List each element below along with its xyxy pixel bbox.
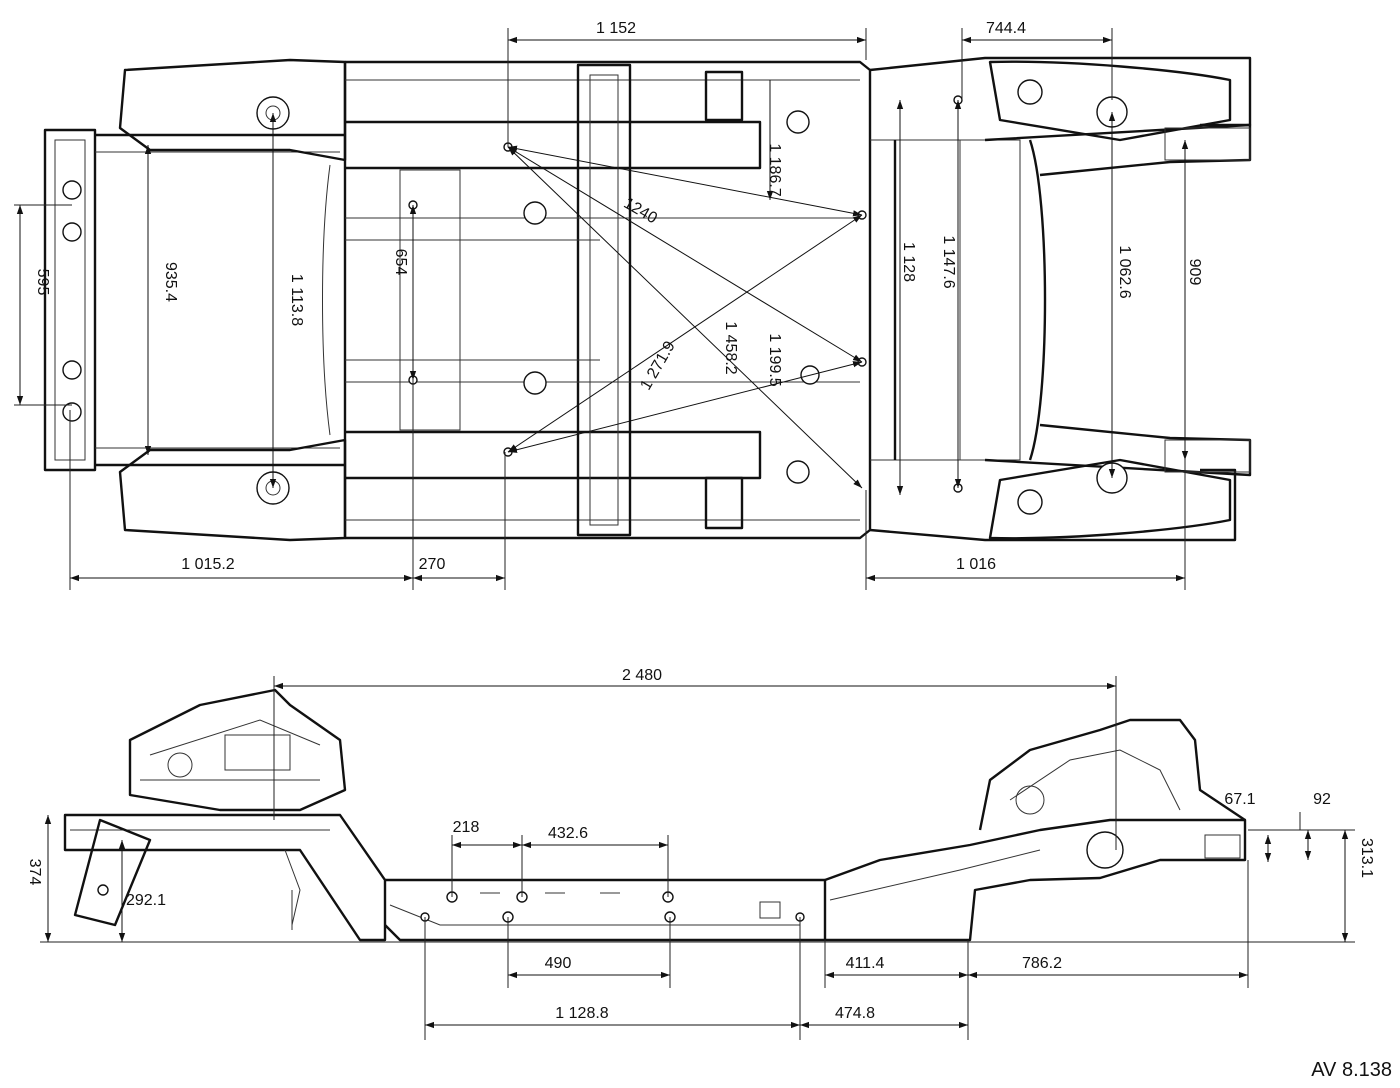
dim-1152: 1 152 <box>596 20 636 37</box>
dim-1199-5: 1 199.5 <box>766 333 783 386</box>
top-view-dimension-lines <box>14 28 1189 590</box>
top-view-structure <box>43 56 1252 542</box>
dim-1458-2: 1 458.2 <box>722 321 739 374</box>
dim-1015-2: 1 015.2 <box>181 556 234 573</box>
dim-2480: 2 480 <box>622 667 662 684</box>
dim-218: 218 <box>453 819 480 836</box>
side-view-labels: 2 480 374 292.1 218 432.6 490 1 128.8 47… <box>26 667 1375 1022</box>
dim-1113-8: 1 113.8 <box>288 274 305 326</box>
dim-474-8: 474.8 <box>835 1005 875 1022</box>
dim-1186-7: 1 186.7 <box>766 143 783 196</box>
dim-1128: 1 128 <box>900 242 917 282</box>
dim-490: 490 <box>545 955 572 972</box>
dim-1240: 1240 <box>621 195 660 228</box>
dim-411-4: 411.4 <box>846 955 885 972</box>
dim-374: 374 <box>26 859 43 886</box>
dim-1147-6: 1 147.6 <box>940 235 957 288</box>
dim-1271-9: 1 271.9 <box>637 338 678 393</box>
dim-786-2: 786.2 <box>1022 955 1062 972</box>
dim-67-1: 67.1 <box>1224 791 1255 808</box>
dim-1016: 1 016 <box>956 556 996 573</box>
dim-292-1: 292.1 <box>126 892 166 909</box>
dim-935-4: 935.4 <box>162 262 179 302</box>
dim-595: 595 <box>34 269 51 296</box>
dim-92: 92 <box>1313 791 1331 808</box>
dim-744-4: 744.4 <box>986 20 1026 37</box>
dim-909: 909 <box>1186 259 1203 286</box>
dim-654: 654 <box>392 249 409 276</box>
dim-313-1: 313.1 <box>1358 838 1375 878</box>
dim-432-6: 432.6 <box>548 825 588 842</box>
side-view-structure <box>63 688 1247 942</box>
dim-1062-6: 1 062.6 <box>1116 245 1133 298</box>
side-view-dimension-lines <box>40 676 1355 1040</box>
reference-code: AV 8.138 <box>1311 1059 1392 1081</box>
dim-270: 270 <box>419 556 446 573</box>
dim-1128-8: 1 128.8 <box>555 1005 608 1022</box>
